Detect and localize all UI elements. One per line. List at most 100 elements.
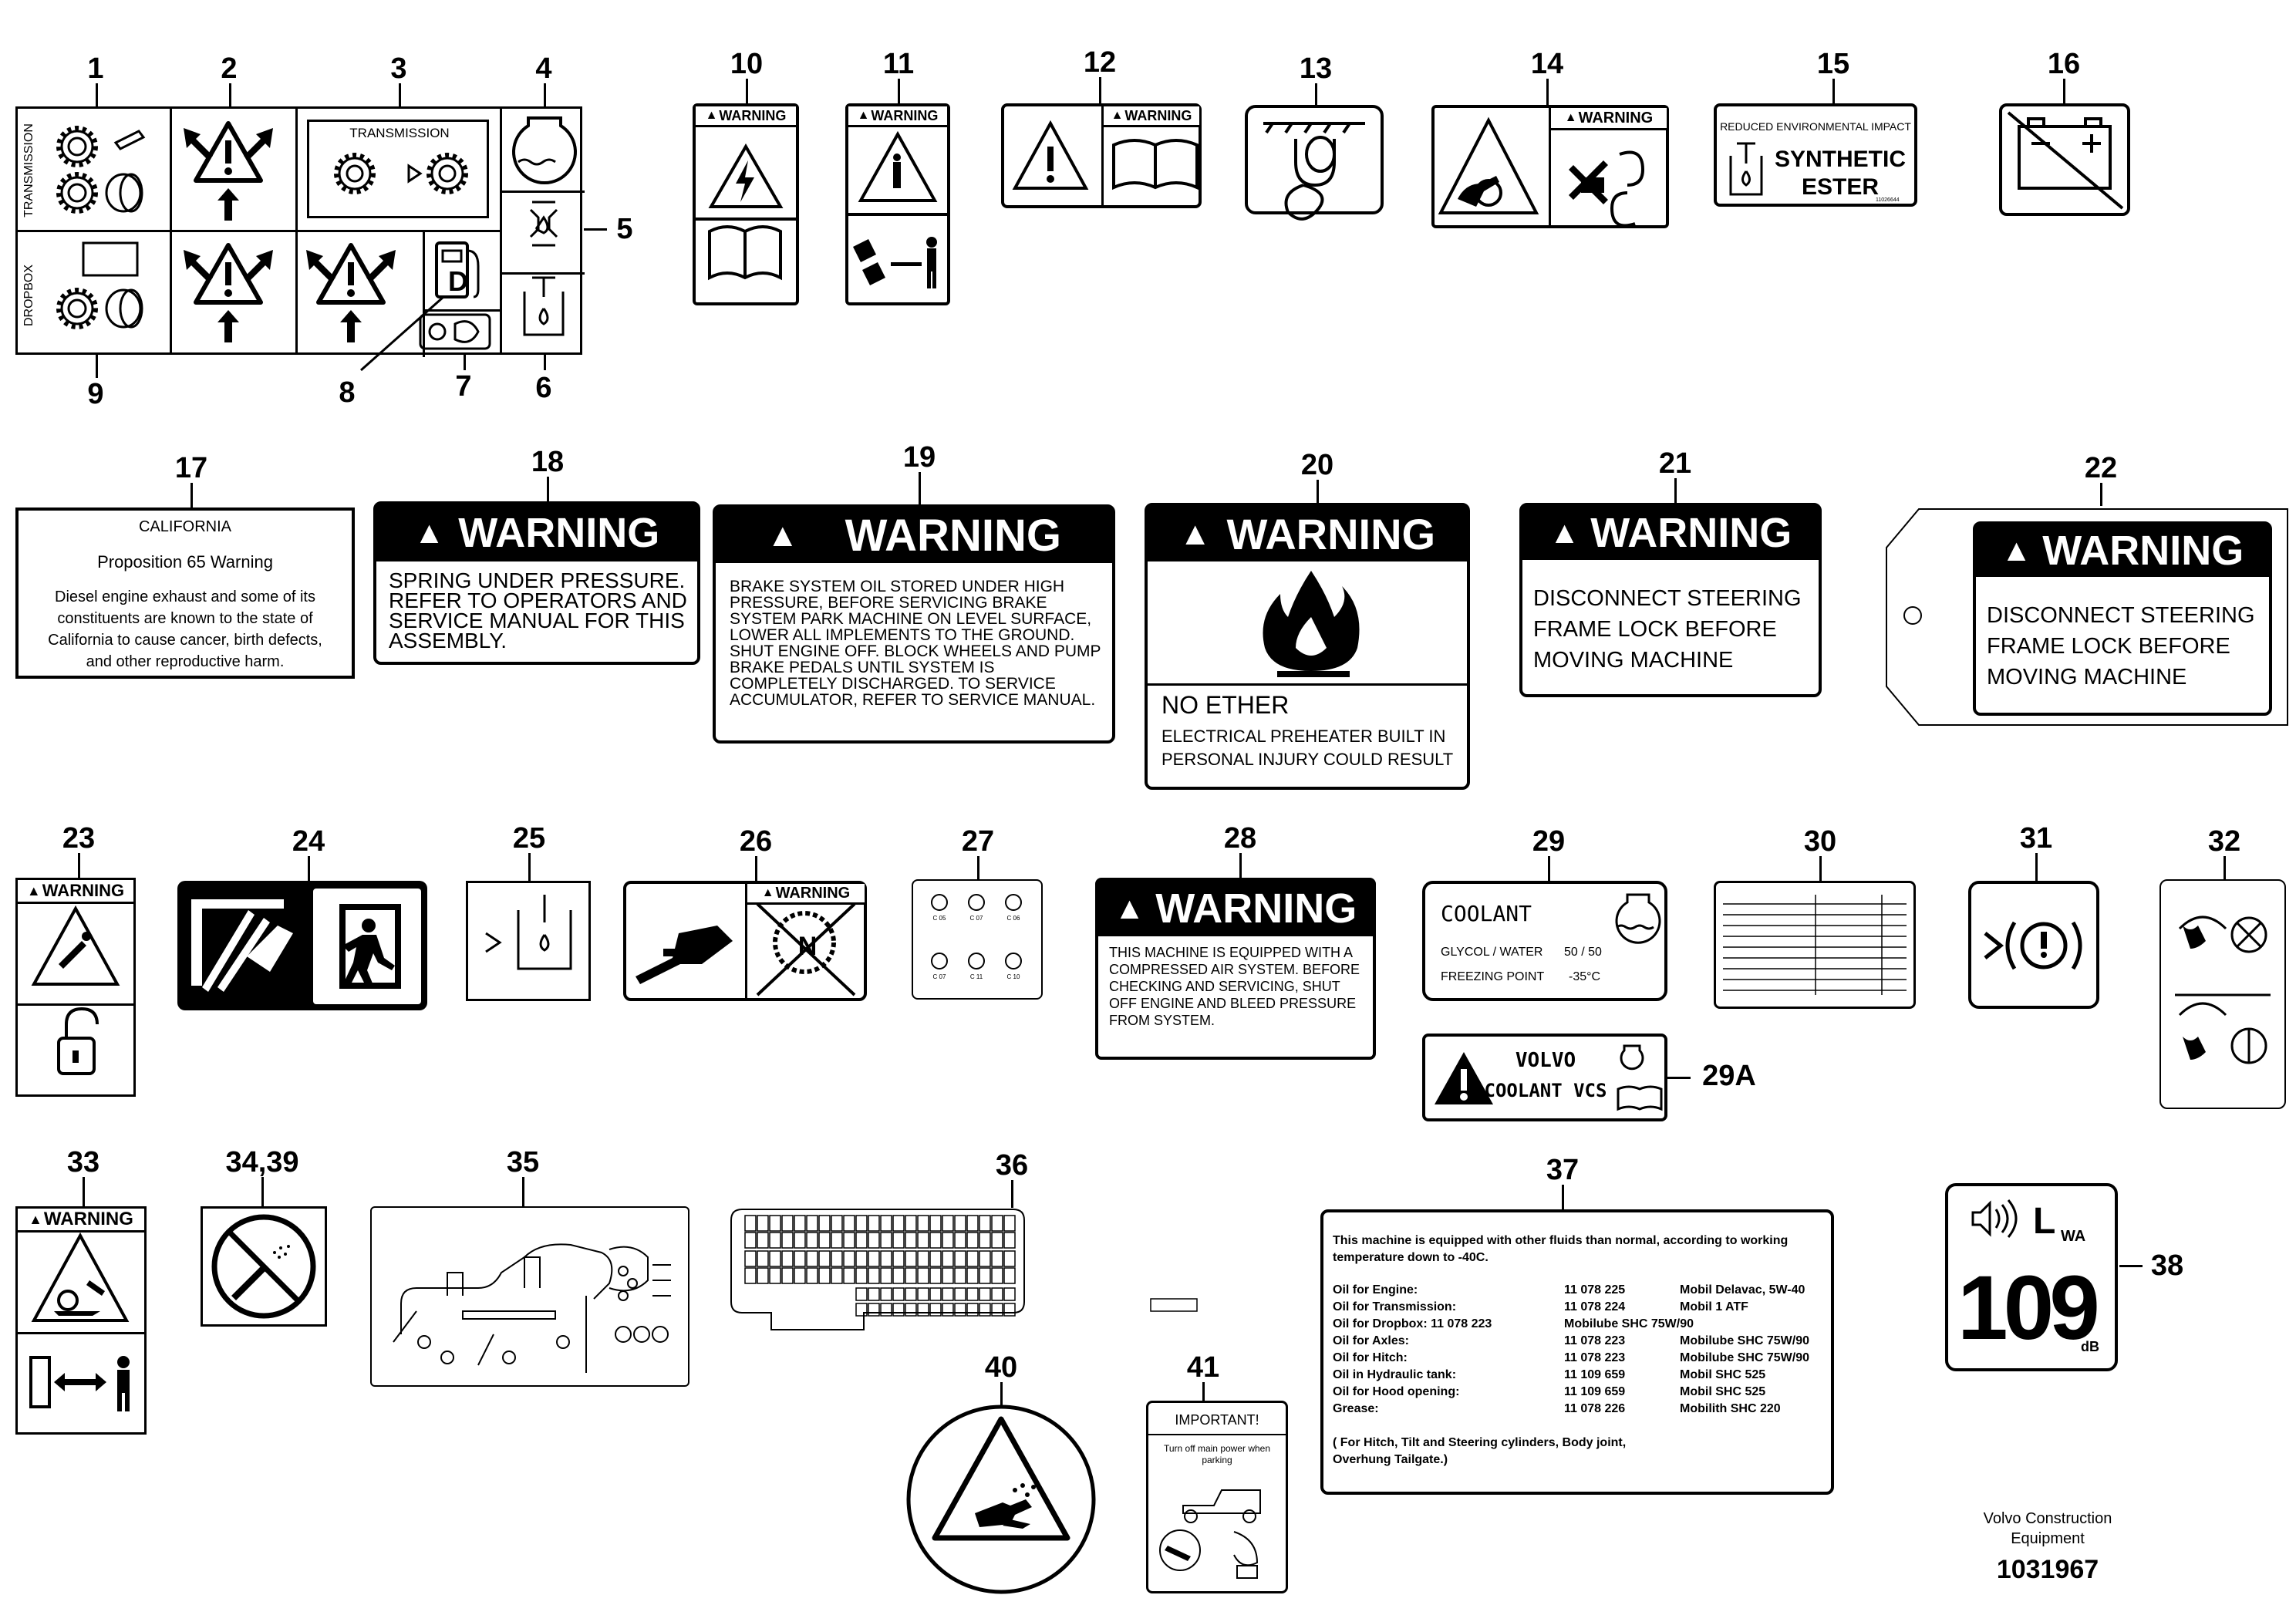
fuse-slot — [1003, 1215, 1016, 1232]
fuse-slot — [855, 1287, 868, 1301]
callout-6: 6 — [535, 372, 552, 404]
coolant-row1-label: GLYCOL / WATER — [1441, 946, 1543, 959]
fuse-slot — [744, 1232, 757, 1249]
callout-36: 36 — [995, 1149, 1029, 1182]
fuse-slot — [1003, 1303, 1016, 1317]
callout-14: 14 — [1530, 48, 1564, 80]
fuse-slot — [855, 1267, 868, 1284]
leader-13 — [1315, 83, 1317, 106]
fuse-slot — [806, 1215, 818, 1232]
fuse-slot — [1003, 1287, 1016, 1301]
fluid-part: 11 078 224 — [1564, 1300, 1626, 1313]
leader-23 — [78, 853, 80, 879]
decal-21: ▲WARNING DISCONNECT STEERING FRAME LOCK … — [1519, 503, 1822, 697]
fuse-slot — [979, 1250, 991, 1267]
fuse-slot — [868, 1215, 880, 1232]
fuse-slot — [794, 1232, 806, 1249]
fuse-dot-label: C 06 — [1006, 915, 1020, 922]
fuse-slot — [757, 1215, 769, 1232]
callout-16: 16 — [2047, 48, 2081, 80]
fluid-label: Oil for Hood opening: — [1333, 1385, 1460, 1398]
warning-header: ▲WARNING — [848, 106, 947, 127]
fluid-part: 11 109 659 — [1564, 1368, 1626, 1381]
fuse-slot — [905, 1215, 917, 1232]
fuse-slot — [991, 1250, 1003, 1267]
callout-11: 11 — [882, 48, 915, 80]
fuse-slot — [905, 1287, 917, 1301]
fuse-slot — [831, 1250, 843, 1267]
fuse-slot — [905, 1303, 917, 1317]
fuse-slot — [892, 1250, 905, 1267]
decal-18-text: SPRING UNDER PRESSURE. REFER TO OPERATOR… — [389, 568, 687, 653]
fuse-slot — [917, 1250, 929, 1267]
no-ether-body: ELECTRICAL PREHEATER BUILT IN PERSONAL I… — [1161, 727, 1454, 769]
fuse-slot — [991, 1287, 1003, 1301]
fuse-dot — [968, 894, 985, 911]
fuse-slot — [917, 1303, 929, 1317]
california-body: Diesel engine exhaust and some of its co… — [48, 588, 322, 670]
fluid-product: Mobilube SHC 75W/90 — [1680, 1334, 1810, 1347]
fuse-slot — [966, 1232, 979, 1249]
callout-29: 29 — [1532, 825, 1566, 858]
fuse-slot — [979, 1232, 991, 1249]
fuse-slot — [979, 1303, 991, 1317]
fuse-slot — [794, 1250, 806, 1267]
decal-17: CALIFORNIA Proposition 65 Warning Diesel… — [15, 508, 355, 679]
fuse-slot — [855, 1250, 868, 1267]
fuse-slot — [744, 1267, 757, 1284]
callout-23: 23 — [62, 822, 96, 855]
decal-28-text: THIS MACHINE IS EQUIPPED WITH A COMPRESS… — [1109, 945, 1360, 1028]
fuse-slot — [757, 1267, 769, 1284]
volvo-coolant-line2: COOLANT VCS — [1484, 1080, 1607, 1101]
decal-35 — [370, 1206, 689, 1387]
callout-18: 18 — [531, 446, 565, 478]
fuse-slot — [892, 1232, 905, 1249]
fuse-slot — [868, 1232, 880, 1249]
fluid-label: Oil for Dropbox: 11 078 223 — [1333, 1317, 1492, 1330]
fuse-slot — [929, 1267, 942, 1284]
leader-26 — [755, 856, 757, 884]
decal-19-text: BRAKE SYSTEM OIL STORED UNDER HIGH PRESS… — [730, 578, 1101, 709]
fuse-slot — [818, 1267, 831, 1284]
fuse-slot — [781, 1232, 794, 1249]
warning-header: ▲WARNING — [1098, 881, 1373, 936]
coolant-title: COOLANT — [1441, 901, 1532, 926]
synthetic-line1: SYNTHETIC — [1774, 147, 1906, 172]
fuse-slot — [744, 1215, 757, 1232]
fluid-label: Oil for Axles: — [1333, 1334, 1409, 1347]
fuse-slot — [942, 1287, 954, 1301]
fuse-slot — [1003, 1267, 1016, 1284]
fuse-slot — [769, 1267, 781, 1284]
fuse-slot — [991, 1267, 1003, 1284]
fuse-slot — [831, 1267, 843, 1284]
leader-24 — [308, 856, 310, 882]
fuse-slot — [942, 1250, 954, 1267]
callout-24: 24 — [292, 825, 325, 858]
leader-38 — [2119, 1265, 2143, 1267]
fuse-slot — [929, 1215, 942, 1232]
fuse-slot — [843, 1250, 855, 1267]
fuse-slot — [917, 1267, 929, 1284]
fuse-slot — [966, 1215, 979, 1232]
fuse-slot — [868, 1267, 880, 1284]
leader-4 — [544, 83, 546, 108]
volvo-coolant-line1: VOLVO — [1515, 1049, 1576, 1072]
fuse-slot — [979, 1215, 991, 1232]
decal-31 — [1968, 881, 2099, 1009]
fuse-slot — [942, 1267, 954, 1284]
fluid-part: 11 078 226 — [1564, 1402, 1626, 1415]
fluid-label: Grease: — [1333, 1402, 1379, 1415]
fuse-slot — [1003, 1250, 1016, 1267]
fuse-dot — [1005, 894, 1022, 911]
callout-9: 9 — [87, 378, 104, 410]
